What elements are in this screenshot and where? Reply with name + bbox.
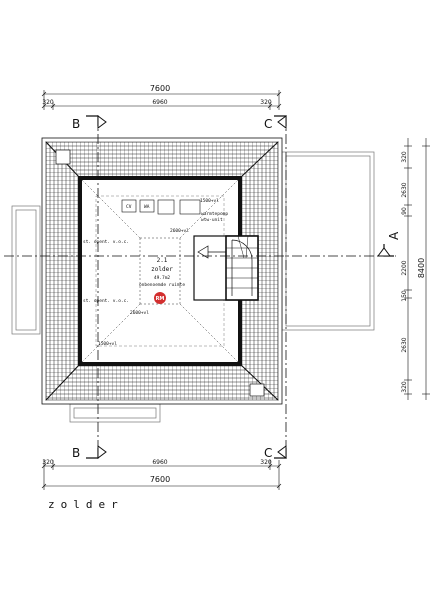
section-c-top-label: C xyxy=(264,117,272,131)
floor-title: zolder xyxy=(48,498,124,511)
bottom-dimensions xyxy=(41,460,282,490)
depth-seg-1: 320 xyxy=(401,151,408,163)
rm-badge-label: RM xyxy=(156,296,165,302)
depth-segment-labels: 320 2630 90 2200 150 2630 320 xyxy=(401,151,408,393)
right-dimensions xyxy=(404,138,430,400)
height-label-3: 2600+vl xyxy=(130,310,149,316)
section-marker-b-bottom: B xyxy=(72,445,107,460)
rm-badge xyxy=(154,292,166,304)
installations xyxy=(121,199,201,215)
height-label-1: 1500+vl xyxy=(200,198,219,204)
overall-width-top: 7600 xyxy=(150,84,170,93)
top-dimensions xyxy=(41,90,282,110)
heat-pump-unit xyxy=(157,199,175,215)
wtw-unit-label: wtw-unit xyxy=(201,217,223,223)
room-type: onbenoemde ruimte xyxy=(139,282,185,288)
section-b-bottom-label: B xyxy=(72,446,80,460)
edge-top-left: 320 xyxy=(42,99,54,106)
depth-seg-3: 90 xyxy=(401,207,408,215)
appliance-1-label: CV xyxy=(126,204,132,210)
section-marker-c-bottom: C xyxy=(264,445,287,460)
edge-bottom-left: 320 xyxy=(42,459,54,466)
ventilation-label-2: st. opent. v.o.c. xyxy=(83,298,129,304)
edge-top-right: 320 xyxy=(260,99,272,106)
room-area: 49.7m2 xyxy=(154,275,171,281)
height-label-4: 1500+vl xyxy=(98,341,117,347)
staircase xyxy=(193,235,259,301)
inner-width-bottom: 6960 xyxy=(152,459,167,466)
ventilation-label-1: st. opent. v.o.c. xyxy=(83,239,129,245)
section-b-top-label: B xyxy=(72,117,80,131)
depth-seg-7: 320 xyxy=(401,381,408,393)
depth-seg-4: 2200 xyxy=(401,260,408,275)
inner-width-top: 6960 xyxy=(152,99,167,106)
edge-bottom-right: 320 xyxy=(260,459,272,466)
section-lines xyxy=(4,116,396,458)
overall-width-bottom: 7600 xyxy=(150,475,170,484)
depth-seg-2: 2630 xyxy=(401,182,408,197)
room-number: 2.1 xyxy=(157,257,168,264)
appliance-2-label: WA xyxy=(144,204,150,210)
depth-seg-6: 2630 xyxy=(401,337,408,352)
room-name: zolder xyxy=(151,266,173,273)
section-marker-c-top: C xyxy=(264,115,287,131)
section-marker-a: A xyxy=(377,231,401,257)
section-c-bottom-label: C xyxy=(264,446,272,460)
cv-unit xyxy=(121,199,137,213)
section-a-label: A xyxy=(387,231,401,240)
height-label-2: 2600+vl xyxy=(170,228,189,234)
washer-unit xyxy=(139,199,155,213)
wtw-unit-box xyxy=(179,199,201,215)
section-marker-b-top: B xyxy=(72,115,107,131)
overall-depth: 8400 xyxy=(417,258,426,278)
heat-pump-label: warmtepomp xyxy=(201,211,228,217)
depth-seg-5: 150 xyxy=(401,290,408,302)
